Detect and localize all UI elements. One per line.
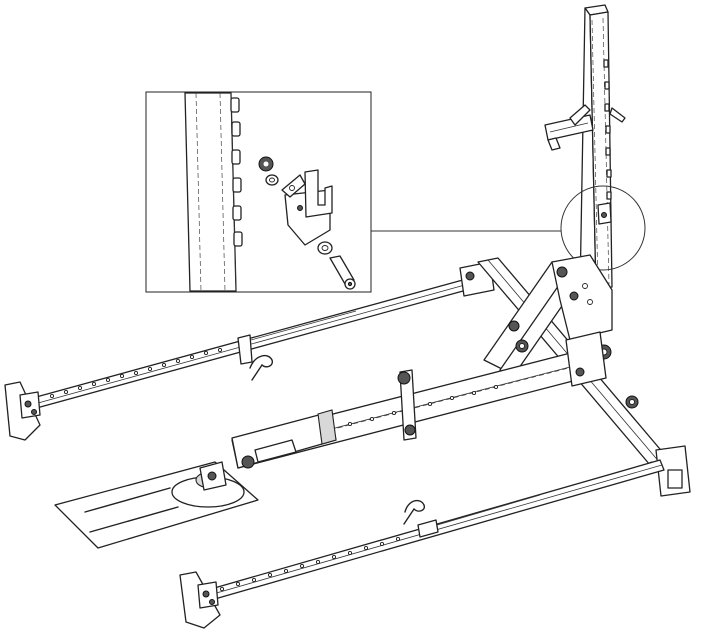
foot-pad-right: [179, 571, 221, 629]
bolt-icon: [329, 255, 356, 290]
washer-icon-2: [317, 241, 333, 255]
upright-post: [544, 4, 626, 293]
bracket-icon: [281, 169, 333, 246]
right-outrigger-arm: [179, 459, 665, 629]
boom-upright: [397, 369, 417, 441]
callout-marker: [371, 185, 646, 271]
left-outrigger-arm: [4, 261, 495, 441]
detent-pin-left: [237, 334, 274, 381]
inset-slot-row: [230, 97, 243, 247]
nut-icon: [258, 156, 274, 172]
boom-hole-row: [347, 384, 499, 427]
upper-clamp-bracket: [544, 104, 626, 151]
right-arm-hole-row: [219, 536, 401, 592]
left-arm-hole-row: [49, 347, 223, 399]
detent-pin-right: [403, 499, 439, 538]
post-hole-row: [603, 59, 612, 200]
lift-arm: [483, 254, 613, 379]
detail-inset: [145, 91, 372, 293]
foot-pad-left: [4, 381, 41, 441]
upright-post-bracket: [597, 202, 612, 225]
washer-icon: [265, 174, 279, 186]
pivot-plate: [54, 461, 259, 549]
center-boom: [231, 331, 607, 469]
